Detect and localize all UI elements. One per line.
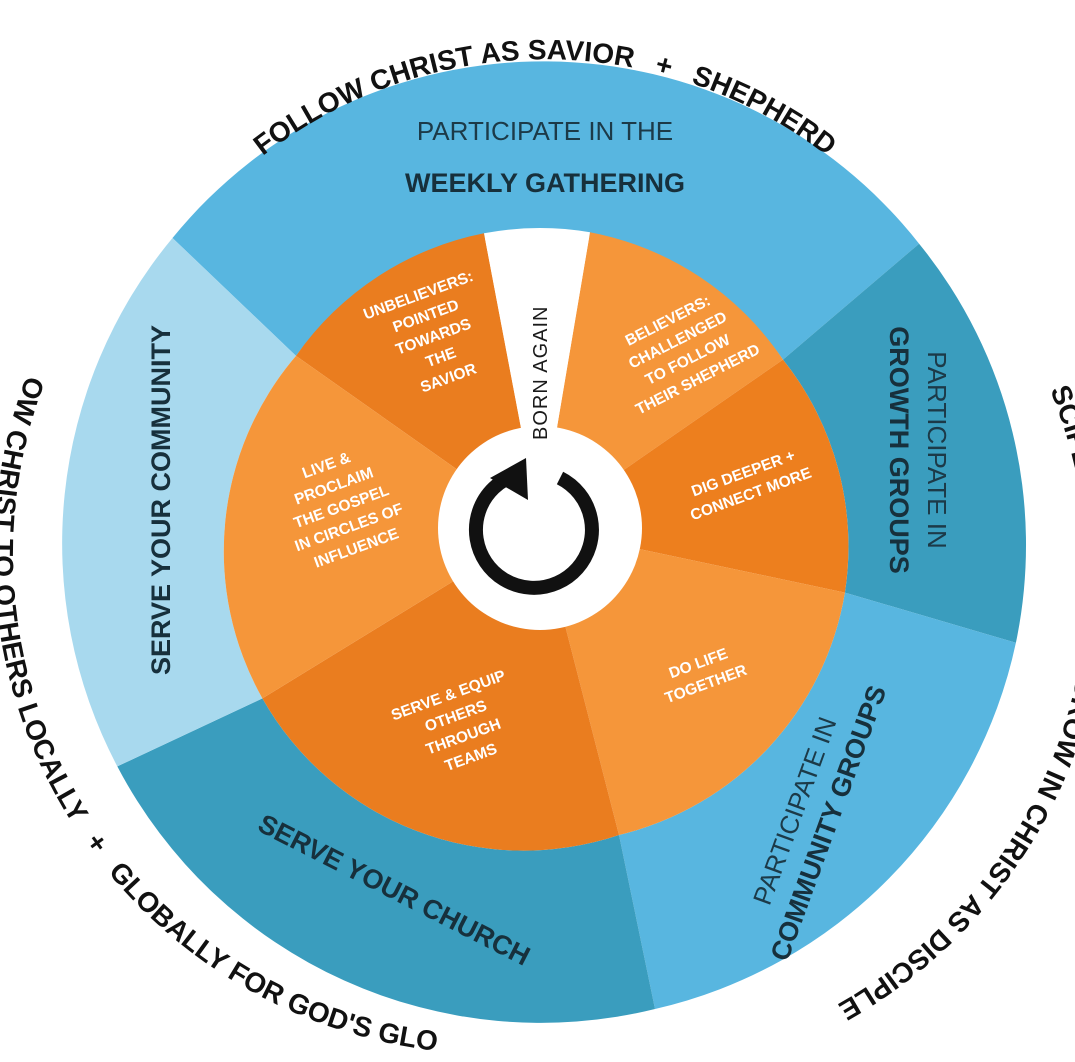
ring-segment-weekly-gathering [172,61,920,360]
wedge-live-proclaim [223,355,541,699]
wedge-born-again [484,228,590,528]
ring-segment-community-groups [619,592,1016,1009]
ring-segment-serve-your-community [62,238,296,767]
label-growth-groups: PARTICIPATE IN GROWTH GROUPS [884,326,952,574]
label-weekly-gathering: PARTICIPATE IN THE WEEKLY GATHERING [405,116,685,198]
growth-bold: GROWTH GROUPS [884,326,914,574]
growth-light: PARTICIPATE IN [922,351,952,548]
community-serve-bold: SERVE YOUR COMMUNITY [146,325,176,675]
cycle-arrow-icon [469,458,599,595]
born-again-label: BORN AGAIN [530,306,552,440]
ring-segment-growth-groups [783,243,1027,643]
ring-segment-serve-your-church [117,698,656,1023]
center-circle [438,426,642,630]
weekly-light: PARTICIPATE IN THE [417,116,673,146]
label-serve-your-community: SERVE YOUR COMMUNITY [146,325,176,675]
wedge-do-life-together [540,528,845,835]
weekly-bold: WEEKLY GATHERING [405,168,685,198]
blue-ring [62,61,1027,1023]
